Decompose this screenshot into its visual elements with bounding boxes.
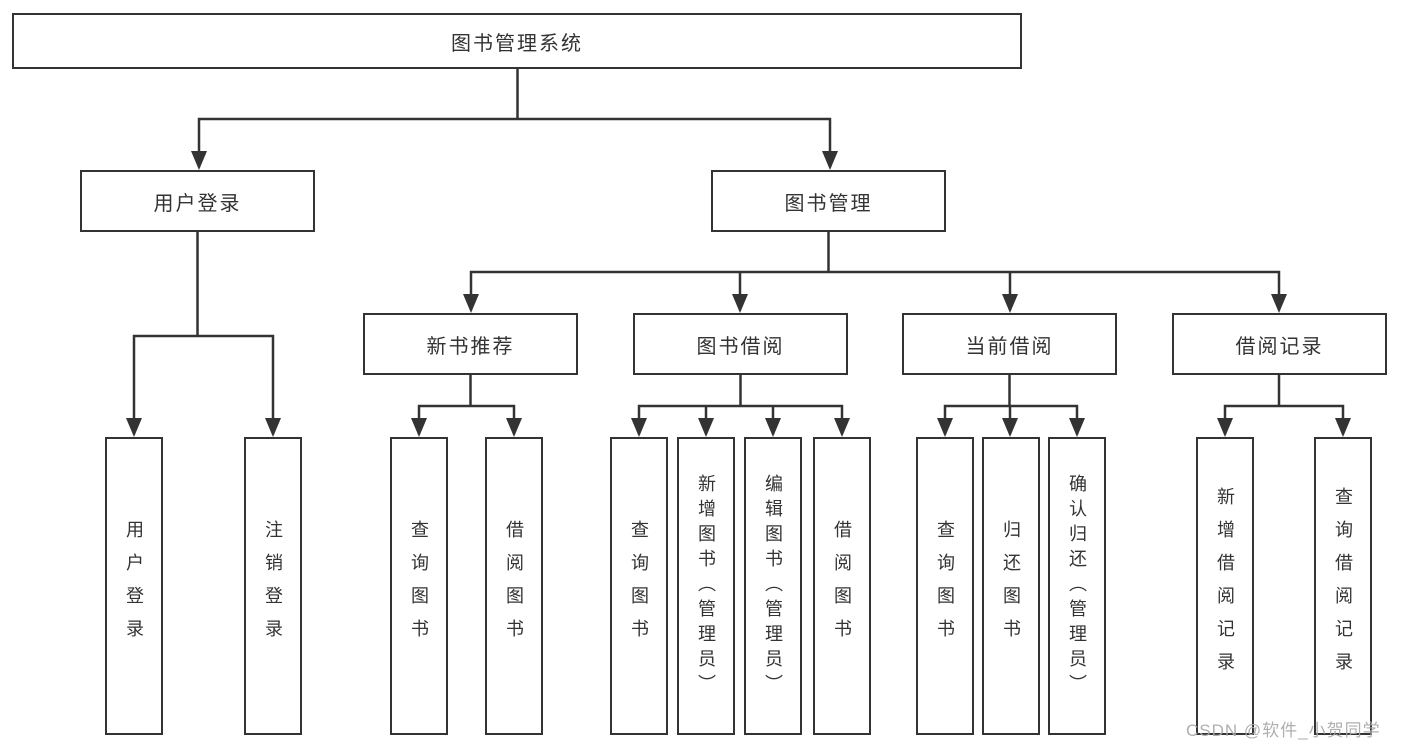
arrow-icon (1217, 418, 1233, 437)
leaf-borrow-book-recommend: 借阅图书 (485, 437, 543, 735)
leaf-user-login-label: 用户登录 (124, 520, 144, 652)
arrow-icon (822, 151, 838, 170)
leaf-query-book-recommend-label: 查询图书 (409, 520, 429, 652)
arrow-icon (765, 418, 781, 437)
leaf-query-book-borrow: 查询图书 (610, 437, 668, 735)
csdn-watermark: CSDN @软件_小贺同学 (1186, 721, 1381, 740)
node-user-login: 用户登录 (80, 170, 315, 232)
node-borrow-records: 借阅记录 (1172, 313, 1387, 375)
leaf-return-book-label: 归还图书 (1001, 520, 1021, 652)
leaf-query-book-borrow-label: 查询图书 (629, 520, 649, 652)
edge-user-login-split (132, 230, 275, 435)
arrow-icon (1271, 294, 1287, 313)
arrow-icon (937, 418, 953, 437)
node-book-borrow: 图书借阅 (633, 313, 848, 375)
arrow-icon (698, 418, 714, 437)
leaf-confirm-return-admin: 确认归还（管理员） (1048, 437, 1106, 735)
arrow-icon (631, 418, 647, 437)
leaf-return-book: 归还图书 (982, 437, 1040, 735)
arrow-icon (463, 294, 479, 313)
node-user-login-label: 用户登录 (153, 192, 242, 215)
leaf-logout: 注销登录 (244, 437, 302, 735)
node-borrow-records-label: 借阅记录 (1235, 335, 1324, 358)
leaf-query-book-recommend: 查询图书 (390, 437, 448, 735)
leaf-borrow-book-label: 借阅图书 (832, 520, 852, 652)
leaf-edit-book-admin: 编辑图书（管理员） (744, 437, 802, 735)
leaf-borrow-book: 借阅图书 (813, 437, 871, 735)
edge-root-split (197, 67, 832, 168)
arrow-icon (1069, 418, 1085, 437)
leaf-query-borrow-record-label: 查询借阅记录 (1333, 487, 1353, 685)
leaf-add-book-admin-label: 新增图书（管理员） (696, 473, 716, 699)
leaf-add-borrow-record-label: 新增借阅记录 (1215, 487, 1235, 685)
leaf-add-book-admin: 新增图书（管理员） (677, 437, 735, 735)
leaf-query-borrow-record: 查询借阅记录 (1314, 437, 1372, 735)
node-current-borrow-label: 当前借阅 (965, 335, 1054, 358)
edge-new-book-split (417, 373, 516, 435)
edge-book-borrow-split (637, 373, 844, 435)
arrow-icon (834, 418, 850, 437)
arrow-icon (191, 151, 207, 170)
leaf-borrow-book-recommend-label: 借阅图书 (504, 520, 524, 652)
arrow-icon (732, 294, 748, 313)
node-new-book-recommend-label: 新书推荐 (426, 335, 515, 358)
arrow-icon (126, 418, 142, 437)
node-book-borrow-label: 图书借阅 (696, 335, 785, 358)
leaf-query-book-current-label: 查询图书 (935, 520, 955, 652)
arrowheads (126, 151, 1351, 437)
leaf-logout-label: 注销登录 (263, 520, 283, 652)
node-new-book-recommend: 新书推荐 (363, 313, 578, 375)
arrow-icon (1002, 294, 1018, 313)
arrow-icon (411, 418, 427, 437)
node-current-borrow: 当前借阅 (902, 313, 1117, 375)
leaf-user-login: 用户登录 (105, 437, 163, 735)
leaf-add-borrow-record: 新增借阅记录 (1196, 437, 1254, 735)
node-root: 图书管理系统 (12, 13, 1022, 69)
node-book-manage: 图书管理 (711, 170, 946, 232)
arrow-icon (1002, 418, 1018, 437)
arrow-icon (506, 418, 522, 437)
leaf-query-book-current: 查询图书 (916, 437, 974, 735)
node-root-label: 图书管理系统 (451, 32, 583, 55)
node-book-manage-label: 图书管理 (784, 192, 873, 215)
edge-book-manage-split (469, 230, 1281, 311)
arrow-icon (265, 418, 281, 437)
leaf-edit-book-admin-label: 编辑图书（管理员） (763, 473, 783, 699)
edge-borrow-records-split (1223, 373, 1345, 435)
leaf-confirm-return-admin-label: 确认归还（管理员） (1067, 473, 1087, 699)
arrow-icon (1335, 418, 1351, 437)
